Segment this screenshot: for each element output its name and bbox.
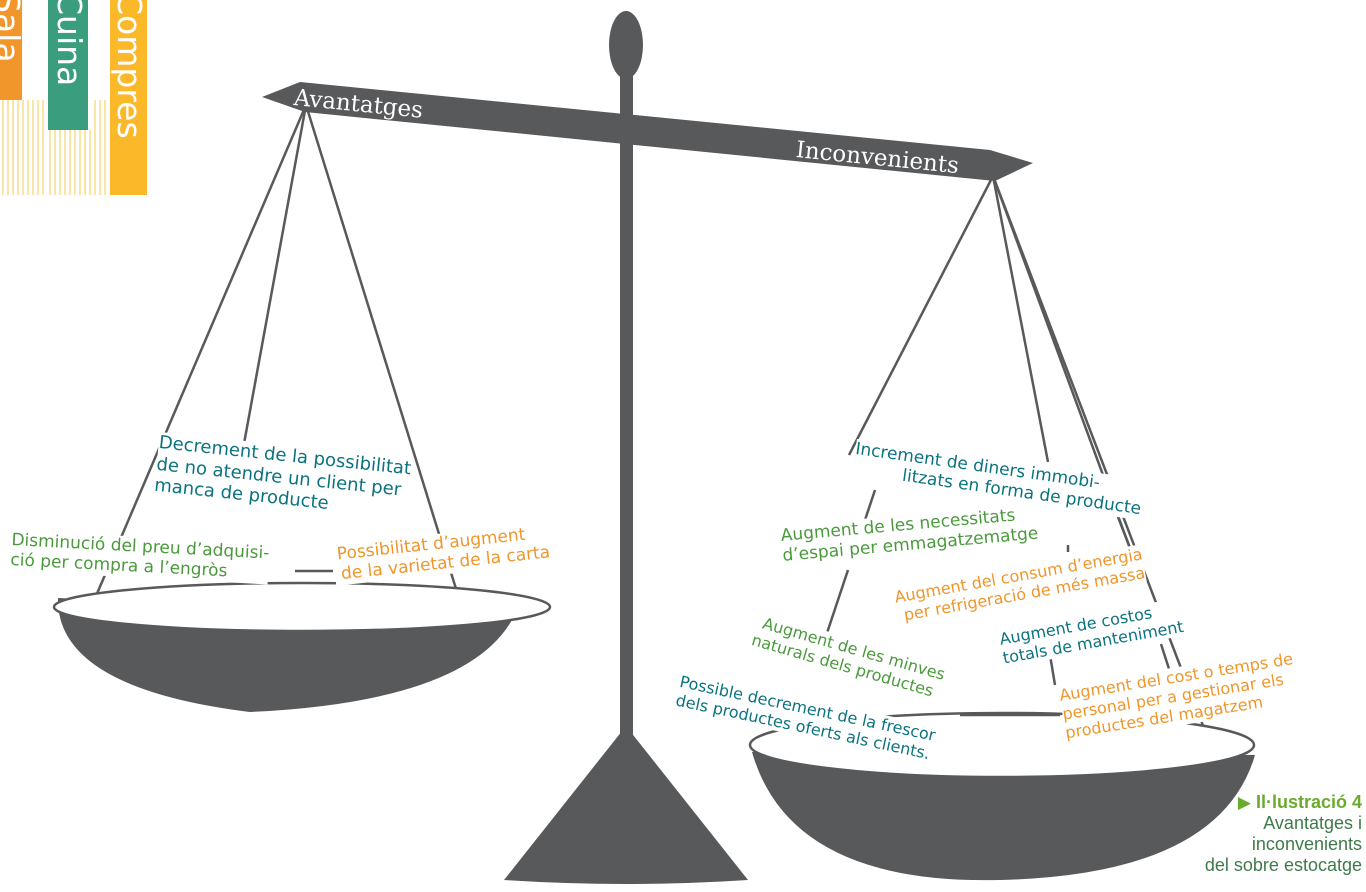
connector-dashes (295, 569, 1060, 717)
caption-marker-icon: ▶ (1237, 793, 1251, 812)
right-pan (752, 752, 1255, 881)
caption-line: Avantatges i (1263, 812, 1362, 833)
tab-stripes (0, 0, 147, 195)
scale-beam (262, 82, 1033, 181)
figure-caption: ▶ Il·lustració 4 Avantatges i inconvenie… (1205, 792, 1362, 876)
caption-line: del sobre estocatge (1204, 854, 1362, 875)
tab-sala-bg (0, 0, 22, 100)
caption-title: Il·lustració 4 (1255, 792, 1362, 812)
tab-cuina-bg (48, 0, 88, 130)
post-column (620, 70, 633, 750)
section-tabs: Sala Cuina Compres (0, 0, 150, 200)
scale-base (504, 726, 748, 884)
caption-line: inconvenients (1251, 833, 1362, 854)
tab-compres-bg (110, 0, 147, 195)
left-pan-rim (52, 581, 552, 633)
post-finial (609, 11, 643, 79)
